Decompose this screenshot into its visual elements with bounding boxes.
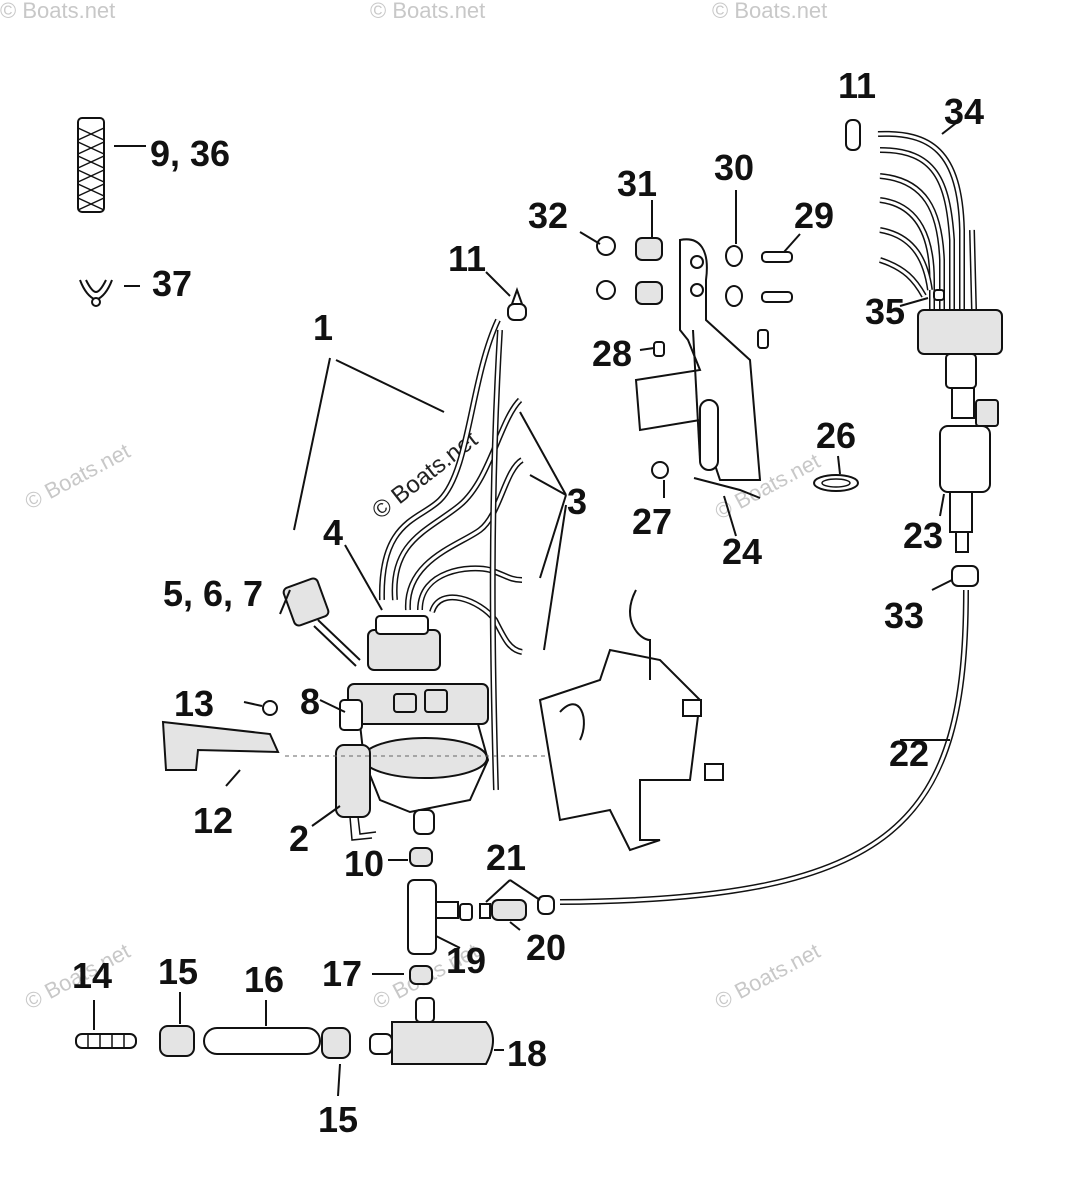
callout-5-6-7: 5, 6, 7	[163, 573, 263, 614]
callout-18: 18	[507, 1033, 547, 1074]
right-hose-assembly	[845, 119, 1003, 553]
watermark-right-bottom: © Boats.net	[711, 938, 825, 1014]
callout-26: 26	[816, 415, 856, 456]
callout-11-left: 11	[448, 238, 486, 279]
callout-37: 37	[152, 263, 192, 304]
callout-3: 3	[567, 481, 587, 522]
callout-15-top: 15	[158, 951, 198, 992]
callout-8: 8	[300, 681, 320, 722]
o-ring-part	[813, 474, 859, 492]
callout-24: 24	[722, 531, 762, 572]
callout-12: 12	[193, 800, 233, 841]
callout-labels: 1 2 3 4 5, 6, 7 8 9, 36 10 11 11 12 13 1…	[72, 65, 984, 1140]
callout-11-right: 11	[838, 65, 876, 106]
lower-fitting-assembly	[75, 997, 494, 1065]
callout-23: 23	[903, 515, 943, 556]
callout-17: 17	[322, 953, 362, 994]
callout-1: 1	[313, 307, 333, 348]
callout-35: 35	[865, 291, 905, 332]
callout-28: 28	[592, 333, 632, 374]
callout-19: 19	[446, 940, 486, 981]
fuel-line-22	[559, 565, 979, 905]
watermark-top-mid: © Boats.net	[370, 0, 485, 23]
callout-9-36: 9, 36	[150, 133, 230, 174]
callout-4: 4	[323, 512, 343, 553]
callout-15-bottom: 15	[318, 1099, 358, 1140]
braided-sleeve-part	[77, 117, 146, 213]
watermark-top-right: © Boats.net	[712, 0, 827, 23]
callout-31: 31	[617, 163, 657, 204]
callout-2: 2	[289, 818, 309, 859]
leader-lines	[93, 119, 961, 1097]
upper-bracket-assembly	[596, 236, 793, 499]
callout-21: 21	[486, 837, 526, 878]
clip-part	[79, 279, 140, 307]
callout-30: 30	[714, 147, 754, 188]
clamp-part-left	[485, 271, 527, 321]
callout-16: 16	[244, 959, 284, 1000]
watermark-left-mid: © Boats.net	[21, 438, 135, 514]
callout-34: 34	[944, 91, 984, 132]
callout-20: 20	[526, 927, 566, 968]
fuel-pump-assembly	[335, 615, 490, 841]
callout-13: 13	[174, 683, 214, 724]
callout-14: 14	[72, 955, 112, 996]
callout-29: 29	[794, 195, 834, 236]
watermark-top-left: © Boats.net	[0, 0, 115, 23]
bracket-part-12	[161, 700, 548, 771]
callout-22: 22	[889, 733, 929, 774]
callout-10: 10	[344, 843, 384, 884]
tee-fitting-19	[407, 847, 555, 985]
connector-part	[282, 577, 361, 667]
hose-bundle	[378, 318, 524, 791]
callout-32: 32	[528, 195, 568, 236]
mounting-bracket-large	[538, 589, 724, 852]
callout-27: 27	[632, 501, 672, 542]
callout-33: 33	[884, 595, 924, 636]
